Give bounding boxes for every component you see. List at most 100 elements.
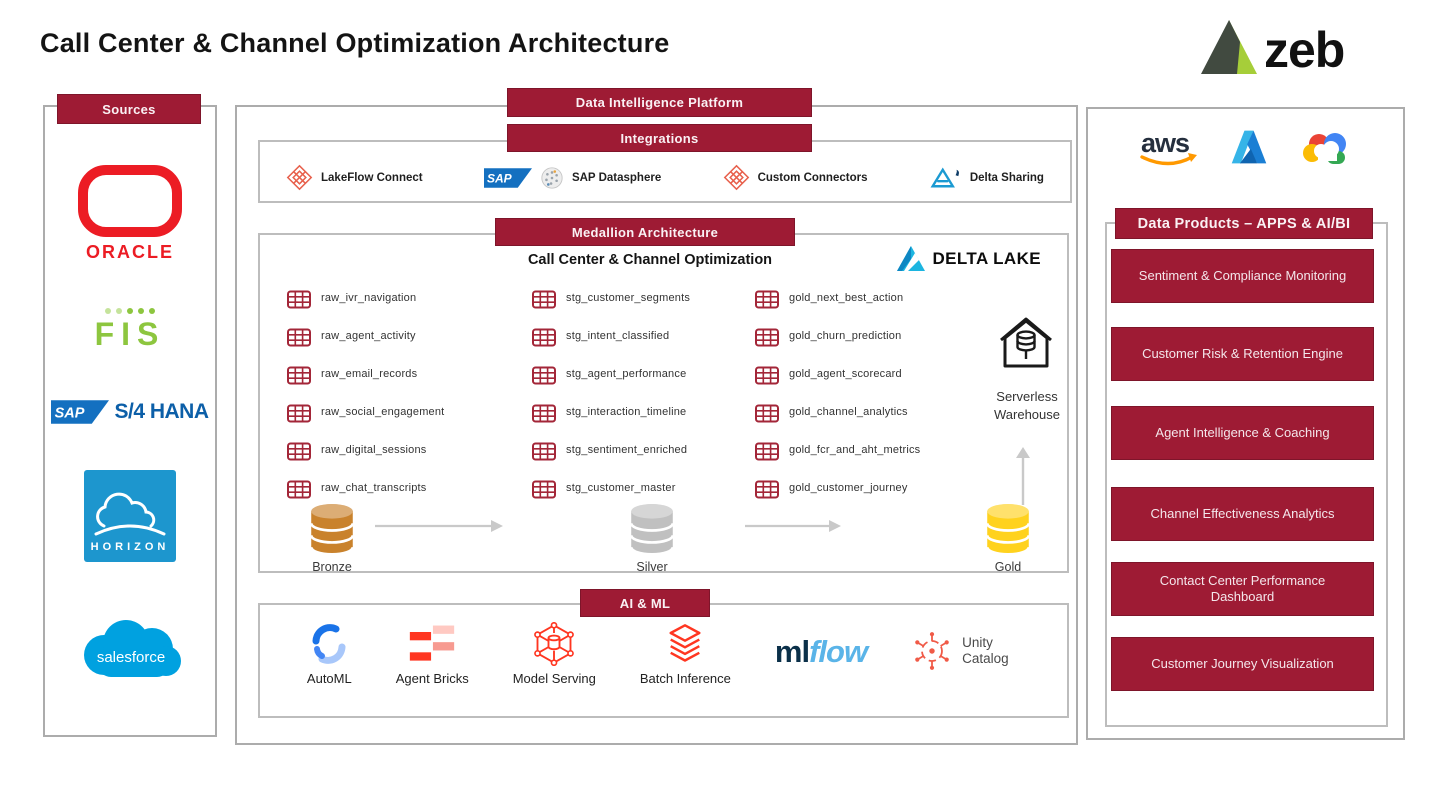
bronze-layer: Bronze	[300, 503, 364, 574]
table-row: raw_social_engagement	[287, 394, 444, 432]
table-row: raw_digital_sessions	[287, 432, 444, 470]
model-serving-icon	[534, 622, 575, 666]
delta-lake-logo: DELTA LAKE	[896, 245, 1041, 272]
zeb-triangle-icon	[1198, 18, 1260, 81]
table-name: stg_customer_master	[566, 482, 676, 495]
table-icon	[287, 328, 311, 347]
table-icon	[755, 404, 779, 423]
sap-s4hana-logo: SAP S/4 HANA	[51, 399, 209, 425]
silver-db-icon	[629, 503, 675, 557]
table-icon	[755, 290, 779, 309]
table-name: raw_ivr_navigation	[321, 292, 417, 305]
automl-label: AutoML	[306, 671, 352, 686]
table-row: gold_next_best_action	[755, 280, 920, 318]
fis-logo: FIS	[95, 308, 166, 353]
gold-to-warehouse-arrow	[1016, 447, 1030, 505]
table-row: gold_agent_scorecard	[755, 356, 920, 394]
data-products-panel: aws Data Products – APPS & AI/BI Sentime…	[1086, 107, 1405, 740]
agent-bricks-item: Agent Bricks	[396, 622, 469, 686]
lakeflow-connect-item: LakeFlow Connect	[286, 164, 423, 191]
table-name: stg_sentiment_enriched	[566, 444, 688, 457]
custom-connectors-label: Custom Connectors	[757, 171, 868, 184]
table-icon	[287, 290, 311, 309]
data-product-card: Channel Effectiveness Analytics	[1111, 487, 1374, 541]
table-icon	[532, 404, 556, 423]
sources-list: ORACLE FIS SAP S/4 HANA HORIZON	[43, 105, 217, 737]
salesforce-text: salesforce	[97, 649, 165, 666]
table-row: gold_fcr_and_aht_metrics	[755, 432, 920, 470]
mlflow-flow-text: flow	[809, 634, 868, 669]
medallion-subtitle: Call Center & Channel Optimization	[527, 252, 773, 268]
horizon-text: HORIZON	[91, 541, 170, 553]
table-icon	[287, 480, 311, 499]
table-row: stg_customer_master	[532, 470, 690, 508]
bronze-db-icon	[309, 503, 355, 557]
table-icon	[755, 480, 779, 499]
table-row: raw_chat_transcripts	[287, 470, 444, 508]
custom-connectors-item: Custom Connectors	[723, 164, 868, 191]
table-row: gold_customer_journey	[755, 470, 920, 508]
oracle-text: ORACLE	[86, 241, 174, 262]
table-row: gold_channel_analytics	[755, 394, 920, 432]
oracle-logo: ORACLE	[78, 164, 182, 263]
data-product-card: Agent Intelligence & Coaching	[1111, 406, 1374, 460]
batch-inference-icon	[669, 624, 701, 662]
table-icon	[755, 442, 779, 461]
data-product-card: Sentiment & Compliance Monitoring	[1111, 249, 1374, 303]
table-row: stg_agent_performance	[532, 356, 690, 394]
automl-icon	[312, 624, 346, 664]
gold-layer: Gold	[976, 503, 1040, 574]
table-icon	[287, 366, 311, 385]
delta-lake-icon	[897, 246, 926, 271]
aiml-tools: AutoML Agent Bricks	[260, 605, 1067, 686]
mlflow-ml-text: ml	[774, 634, 810, 669]
table-name: gold_next_best_action	[789, 292, 904, 305]
table-icon	[287, 404, 311, 423]
table-name: gold_agent_scorecard	[789, 368, 902, 381]
delta-lake-label: DELTA LAKE	[932, 248, 1041, 268]
salesforce-logo: salesforce	[74, 613, 186, 692]
integrations-header: Integrations	[507, 124, 812, 152]
azure-logo	[1231, 130, 1266, 164]
table-name: stg_customer_segments	[566, 292, 691, 305]
table-row: gold_churn_prediction	[755, 318, 920, 356]
table-name: stg_intent_classified	[566, 330, 670, 343]
table-row: raw_agent_activity	[287, 318, 444, 356]
s4hana-text: S/4 HANA	[114, 399, 209, 423]
table-name: gold_churn_prediction	[789, 330, 902, 343]
table-icon	[532, 480, 556, 499]
data-products-header: Data Products – APPS & AI/BI	[1115, 208, 1373, 239]
cloud-logos: aws	[1088, 109, 1403, 168]
zeb-logo: zeb	[1198, 18, 1345, 81]
data-products-box: Sentiment & Compliance Monitoring Custom…	[1105, 222, 1388, 727]
medallion-header: Medallion Architecture	[495, 218, 795, 246]
unity-catalog-item: Unity Catalog	[911, 630, 1020, 672]
page-title: Call Center & Channel Optimization Archi…	[40, 28, 670, 58]
automl-item: AutoML	[307, 622, 352, 686]
table-row: raw_email_records	[287, 356, 444, 394]
silver-to-gold-arrow	[745, 520, 841, 532]
gold-tables-column: gold_next_best_action gold_churn_predict…	[755, 280, 920, 508]
serverless-warehouse-icon	[997, 315, 1055, 376]
table-name: raw_chat_transcripts	[321, 482, 427, 495]
svg-text:SAP: SAP	[55, 405, 85, 421]
table-icon	[532, 290, 556, 309]
table-row: stg_interaction_timeline	[532, 394, 690, 432]
unity-catalog-icon	[915, 632, 949, 670]
table-name: stg_interaction_timeline	[566, 406, 687, 419]
table-name: stg_agent_performance	[566, 368, 687, 381]
model-serving-label: Model Serving	[512, 671, 596, 686]
table-name: gold_fcr_and_aht_metrics	[789, 444, 921, 457]
data-product-card: Customer Journey Visualization	[1111, 637, 1374, 691]
model-serving-item: Model Serving	[513, 622, 596, 686]
aiml-header: AI & ML	[580, 589, 710, 617]
gold-label: Gold	[994, 560, 1022, 574]
bronze-to-silver-arrow	[375, 520, 503, 532]
custom-connectors-icon	[723, 165, 749, 190]
delta-sharing-label: Delta Sharing	[969, 171, 1044, 184]
unity-catalog-label: Unity Catalog	[962, 634, 1009, 666]
table-row: stg_sentiment_enriched	[532, 432, 690, 470]
serverless-warehouse-label: Serverless Warehouse	[994, 389, 1060, 422]
